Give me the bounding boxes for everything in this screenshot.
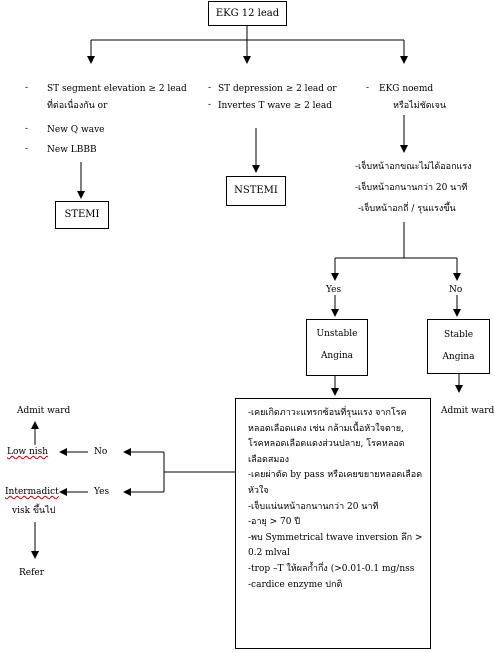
criteria-line: หลอดเลือดแดง เช่น กล้ามเนื้อหัวใจตาย,: [248, 423, 404, 434]
inverted-t-wave-text: Invertes T wave ≥ 2 lead: [218, 101, 333, 111]
stable-angina-box: Stable Angina: [427, 319, 490, 374]
criteria-line: เลือดสมอง: [248, 454, 290, 465]
criteria-line: -เคยเกิดภาวะแทรกซ้อนที่รุนแรง จากโรค: [248, 408, 407, 418]
ekg-unclear-text: หรือไม่ชัดเจน: [393, 101, 447, 111]
st-elevation-cont-text: ที่ต่อเนื่องกัน or: [47, 101, 108, 111]
high-risk-criteria-box: -เคยเกิดภาวะแทรกซ้อนที่รุนแรง จากโรค หลอ…: [235, 398, 431, 649]
criteria-line: หัวใจ: [248, 485, 269, 496]
intermediate-risk-label: visk ขึ้นไป: [12, 506, 56, 516]
admit-ward-left: Admit ward: [17, 406, 71, 416]
criteria-line: -cardice enzyme ปกติ: [248, 579, 343, 590]
angina-label: Angina: [442, 352, 475, 362]
stemi-box: STEMI: [55, 201, 109, 229]
st-elevation-text: ST segment elevation ≥ 2 lead: [47, 84, 187, 94]
intermediate-label: Intermadict: [5, 487, 59, 497]
bullet: -: [208, 100, 212, 110]
criteria-line: 0.2 mlval: [248, 548, 290, 559]
yes-label: Yes: [326, 285, 342, 295]
ekg-normal-text: EKG noemd: [379, 84, 434, 94]
ekg-12-lead-box: EKG 12 lead: [208, 1, 287, 26]
criteria-line: -trop –T ให้ผลก้ำกึ่ง (>0.01-0.1 mg/nss: [248, 563, 415, 574]
new-q-wave-text: New Q wave: [47, 125, 105, 135]
criteria-line: -เจ็บแน่นหน้าอกนานกว่า 20 นาที: [248, 501, 379, 512]
ekg-12-lead-label: EKG 12 lead: [215, 8, 280, 19]
criteria-line: โรคหลอดเลือดแดงส่วนปลาย, โรคหลอด: [248, 439, 405, 450]
stable-label: Stable: [443, 330, 474, 340]
no-label-left: No: [94, 447, 108, 457]
unstable-angina-box: Unstable Angina: [306, 319, 368, 376]
low-risk-label: Low nish: [7, 447, 49, 457]
question-frequency: -เจ็บหน้าอกถี่ / รุนแรงขึ้น: [358, 204, 456, 214]
no-label: No: [449, 285, 463, 295]
question-rest-pain: -เจ็บหน้าอกขณะไม่ได้ออกแรง: [355, 162, 472, 172]
st-depression-text: ST depression ≥ 2 lead or: [218, 84, 337, 94]
nstemi-label: NSTEMI: [234, 185, 278, 196]
bullet: -: [208, 83, 212, 93]
bullet: -: [25, 83, 29, 93]
criteria-line: -พบ Symmetrical twave inversion ลึก >: [248, 532, 423, 543]
bullet: -: [366, 83, 370, 93]
angina-label: Angina: [320, 351, 354, 361]
yes-label-left: Yes: [94, 487, 110, 497]
stemi-label: STEMI: [64, 209, 100, 220]
admit-ward-right: Admit ward: [441, 406, 495, 416]
nstemi-box: NSTEMI: [226, 176, 286, 206]
question-duration: -เจ็บหน้าอกนานกว่า 20 นาที: [355, 183, 468, 193]
refer-label: Refer: [19, 568, 45, 578]
bullet: -: [25, 144, 29, 154]
criteria-line: -เคยผ่าตัด by pass หรือเคยขยายหลอดเลือด: [248, 470, 423, 481]
new-lbbb-text: New LBBB: [47, 145, 97, 155]
unstable-label: Unstable: [316, 329, 358, 339]
bullet: -: [25, 124, 29, 134]
criteria-line: -อายุ > 70 ปี: [248, 517, 301, 528]
